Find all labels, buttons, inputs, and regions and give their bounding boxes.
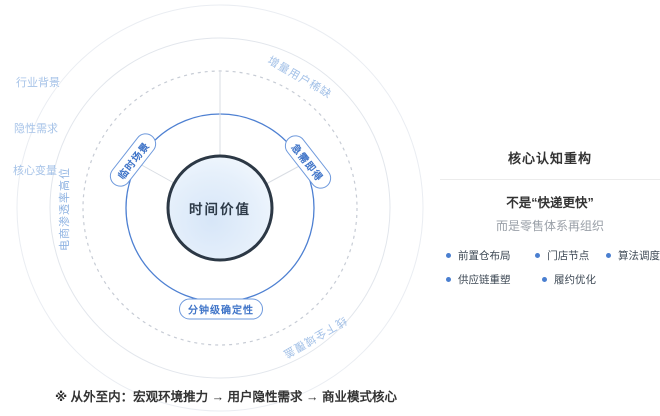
axis-label-core-variable: 核心变量 — [13, 165, 57, 177]
bullet-label: 门店节点 — [547, 250, 590, 262]
center-circle — [166, 154, 274, 262]
axis-label-implicit-demand: 隐性需求 — [14, 123, 58, 135]
panel-divider — [440, 179, 660, 180]
list-item: 履约优化 — [542, 272, 618, 287]
axis-label-industry-background: 行业背景 — [16, 77, 60, 89]
list-item: 门店节点 — [535, 248, 606, 263]
list-item: 前置仓布局 — [446, 248, 535, 263]
list-item: 供应链重塑 — [446, 272, 542, 287]
bullet-dot-icon — [542, 277, 547, 282]
outermost-ring — [16, 4, 424, 412]
bullet-label: 供应链重塑 — [458, 274, 511, 286]
spoke-upper-right — [265, 163, 304, 185]
panel-title: 核心认知重构 — [507, 151, 592, 166]
bullet-list: 前置仓布局 门店节点 算法调度 供应链重塑 履约优化 — [440, 248, 660, 287]
dashed-ring — [82, 70, 358, 346]
bullet-dot-icon — [535, 253, 541, 258]
outer-label-left: 电商渗透率高位 — [59, 167, 71, 251]
bullet-label: 前置仓布局 — [458, 250, 511, 262]
statement-secondary: 而是零售体系再组织 — [495, 219, 604, 233]
bullet-label: 算法调度 — [618, 250, 660, 262]
pill-minute-certainty: 分钟级确定性 — [179, 298, 263, 320]
list-item: 算法调度 — [606, 248, 660, 263]
bullet-row: 前置仓布局 门店节点 算法调度 — [446, 248, 660, 263]
spoke-upper-left — [137, 162, 175, 184]
diagram-footnote: ※ 从外至内：宏观环境推力 → 用户隐性需求 → 商业模式核心 — [54, 390, 398, 404]
concentric-diagram: 时间价值 行业背景 隐性需求 核心变量 增量用户稀缺 电商渗透率高位 线下全域覆… — [13, 4, 424, 412]
outer-ring — [49, 37, 391, 379]
bullet-dot-icon — [446, 277, 451, 282]
bullet-label: 履约优化 — [554, 274, 596, 286]
center-value-label: 时间价值 — [189, 202, 251, 217]
statement-primary: 不是“快递更快” — [506, 196, 594, 210]
insight-panel: 核心认知重构 不是“快递更快” 而是零售体系再组织 前置仓布局 门店节点 算法调… — [440, 148, 660, 296]
bullet-row: 供应链重塑 履约优化 — [446, 272, 660, 287]
bullet-dot-icon — [606, 253, 611, 258]
bullet-dot-icon — [446, 253, 451, 258]
